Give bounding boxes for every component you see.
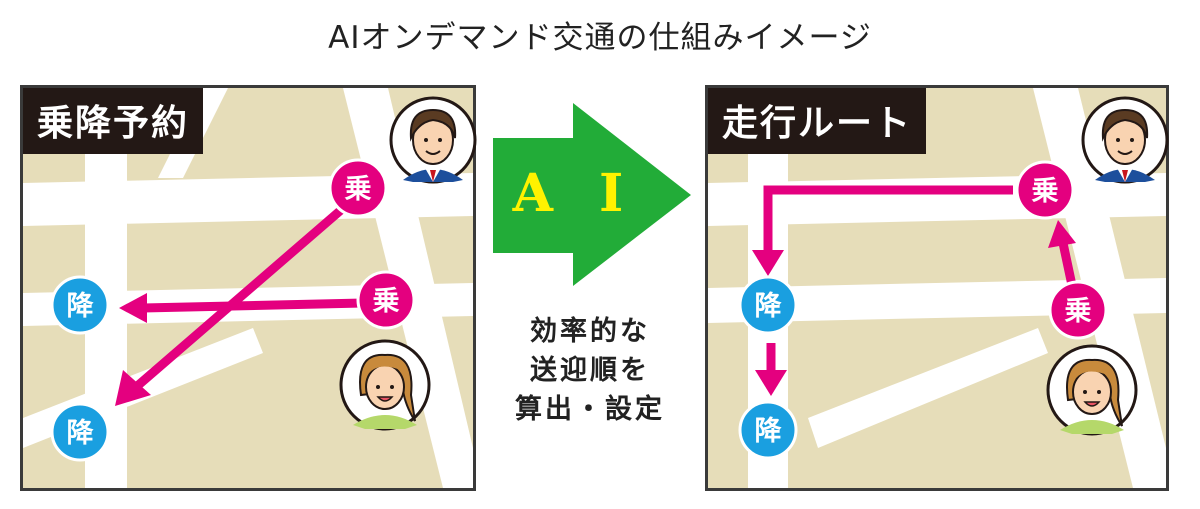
panel-label: 走行ルート bbox=[708, 88, 927, 154]
diagram-title: AIオンデマンド交通の仕組みイメージ bbox=[328, 20, 872, 56]
passenger-woman-avatar bbox=[339, 339, 431, 431]
pickup-marker: 乗 bbox=[1048, 280, 1108, 340]
ai-arrow-icon bbox=[493, 103, 691, 286]
description-line: 送迎順を bbox=[530, 355, 650, 386]
svg-text:乗: 乗 bbox=[373, 286, 400, 317]
dropoff-marker: 降 bbox=[738, 275, 798, 335]
svg-text:降: 降 bbox=[755, 416, 783, 447]
ai-label: A I bbox=[512, 163, 638, 224]
ai-description: 効率的な 送迎順を 算出・設定 bbox=[500, 312, 680, 429]
dropoff-marker: 降 bbox=[738, 400, 798, 460]
pickup-marker: 乗 bbox=[1015, 160, 1075, 220]
dropoff-marker: 降 bbox=[50, 275, 110, 335]
pickup-marker: 乗 bbox=[328, 158, 388, 218]
svg-text:乗: 乗 bbox=[1065, 296, 1092, 327]
dropoff-marker: 降 bbox=[50, 402, 110, 462]
passenger-man-avatar bbox=[389, 96, 477, 184]
passenger-man-avatar bbox=[1081, 96, 1169, 184]
svg-text:降: 降 bbox=[67, 418, 95, 449]
svg-text:降: 降 bbox=[67, 291, 95, 322]
svg-text:乗: 乗 bbox=[1032, 176, 1059, 207]
passenger-woman-avatar bbox=[1046, 344, 1138, 436]
pickup-marker: 乗 bbox=[356, 270, 416, 330]
svg-text:乗: 乗 bbox=[345, 174, 372, 205]
description-line: 算出・設定 bbox=[515, 394, 665, 425]
panel-label: 乗降予約 bbox=[23, 88, 204, 154]
svg-text:降: 降 bbox=[755, 291, 783, 322]
description-line: 効率的な bbox=[530, 316, 650, 347]
